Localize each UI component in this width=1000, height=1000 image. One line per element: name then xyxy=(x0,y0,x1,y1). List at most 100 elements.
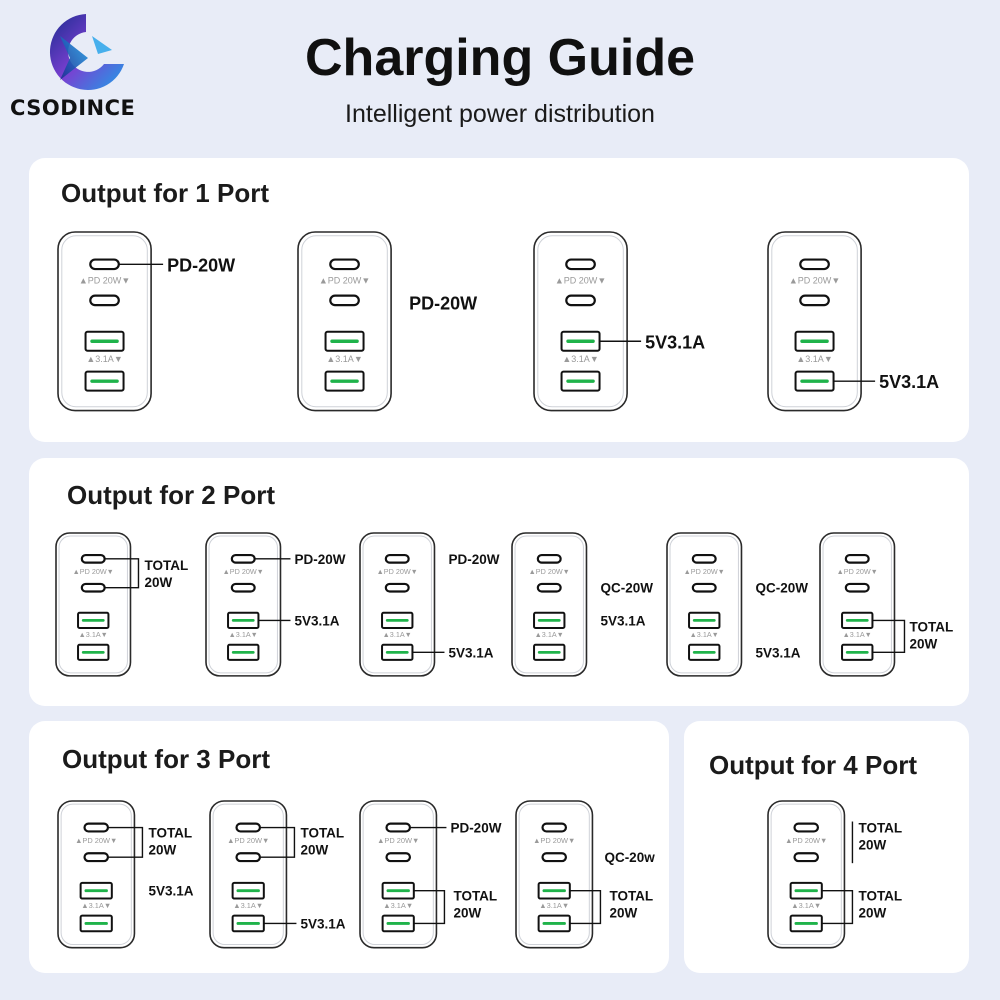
charger-body xyxy=(819,532,896,677)
usbc-rating-label: ▲PD 20W▼ xyxy=(75,836,117,845)
charger-bezel xyxy=(362,803,434,946)
leader-line xyxy=(104,558,140,589)
leader-line xyxy=(821,890,854,925)
usba-port-1-indicator xyxy=(84,889,108,893)
usbc-port-2 xyxy=(89,294,120,307)
usbc-rating-label: ▲PD 20W▼ xyxy=(73,567,114,576)
usbc-port-1 xyxy=(844,553,870,564)
usba-rating-label: ▲3.1A▼ xyxy=(79,630,108,639)
usbc-port-1 xyxy=(235,822,262,833)
usbc-port-2 xyxy=(541,852,568,863)
output-label: 20W xyxy=(453,906,481,921)
output-label: TOTAL xyxy=(909,619,953,634)
brand-name: CSODINCE xyxy=(10,96,136,120)
usbc-port-2 xyxy=(235,852,262,863)
output-label: QC-20w xyxy=(604,850,655,865)
usbc-rating-label: ▲PD 20W▼ xyxy=(789,275,840,285)
charger-body xyxy=(57,231,152,412)
charger-bezel xyxy=(771,235,858,408)
usba-rating-label: ▲3.1A▼ xyxy=(791,901,821,910)
output-label: PD-20W xyxy=(167,255,235,275)
charger-body xyxy=(767,231,862,412)
charger-body xyxy=(359,532,436,677)
usba-port-2-indicator xyxy=(386,922,410,925)
usbc-rating-label: ▲PD 20W▼ xyxy=(555,275,606,285)
section-title-4-port: Output for 4 Port xyxy=(709,750,917,780)
output-label: PD-20W xyxy=(409,293,477,313)
charger-1port-3: ▲PD 20W▼ ▲3.1A▼ 5V3.1A xyxy=(533,231,705,412)
usbc-port-1 xyxy=(89,258,120,271)
output-label: 5V3.1A xyxy=(300,916,345,931)
usbc-port-2 xyxy=(385,852,412,863)
usba-port-2-indicator xyxy=(800,379,829,383)
charger-body xyxy=(511,532,588,677)
usba-port-1-indicator xyxy=(692,619,716,622)
output-label: 5V3.1A xyxy=(148,884,193,899)
usbc-port-2 xyxy=(83,852,110,863)
output-label: 20W xyxy=(144,575,172,590)
usba-rating-label: ▲3.1A▼ xyxy=(562,354,598,364)
output-label: 5V3.1A xyxy=(448,645,493,660)
output-label: TOTAL xyxy=(858,821,902,836)
usba-port-2-indicator xyxy=(84,922,108,925)
output-label: 20W xyxy=(609,906,637,921)
usba-rating-label: ▲3.1A▼ xyxy=(383,901,413,910)
leader-line xyxy=(569,890,602,925)
output-label: 20W xyxy=(858,906,886,921)
usba-port-1-indicator xyxy=(231,619,255,622)
output-label: 5V3.1A xyxy=(645,332,705,352)
usba-rating-label: ▲3.1A▼ xyxy=(539,901,569,910)
usba-port-2-indicator xyxy=(542,922,566,925)
usba-port-2-indicator xyxy=(845,650,869,654)
output-label: 5V3.1A xyxy=(879,372,939,392)
output-label: TOTAL xyxy=(858,889,902,904)
usbc-rating-label: ▲PD 20W▼ xyxy=(227,836,269,845)
usba-port-2-indicator xyxy=(794,922,818,925)
usba-port-2-indicator xyxy=(90,379,119,383)
charger-bezel xyxy=(212,803,284,946)
leader-line xyxy=(872,619,906,654)
usbc-rating-label: ▲PD 20W▼ xyxy=(684,567,725,576)
usbc-rating-label: ▲PD 20W▼ xyxy=(377,836,419,845)
usbc-port-2 xyxy=(230,582,256,593)
usba-rating-label: ▲3.1A▼ xyxy=(326,354,362,364)
usba-port-1-indicator xyxy=(90,339,119,343)
charger-1port-2: ▲PD 20W▼▲3.1A▼PD-20W xyxy=(297,231,477,412)
charger-body xyxy=(297,231,392,412)
usbc-rating-label: ▲PD 20W▼ xyxy=(223,567,264,576)
page-title: Charging Guide xyxy=(305,29,695,87)
usba-rating-label: ▲3.1A▼ xyxy=(383,630,412,639)
usbc-port-2 xyxy=(844,582,870,593)
output-label: 20W xyxy=(300,843,328,858)
section-title-2-port: Output for 2 Port xyxy=(67,480,275,510)
output-label: TOTAL xyxy=(609,889,653,904)
usbc-rating-label: ▲PD 20W▼ xyxy=(785,836,827,845)
usbc-port-2 xyxy=(565,294,596,307)
output-label: 20W xyxy=(148,843,176,858)
usbc-port-1 xyxy=(385,822,412,833)
usba-rating-label: ▲3.1A▼ xyxy=(690,630,719,639)
charger-bezel xyxy=(669,535,739,674)
usba-rating-label: ▲3.1A▼ xyxy=(843,630,872,639)
usbc-port-1 xyxy=(565,258,596,271)
output-label: 5V3.1A xyxy=(294,613,339,628)
charger-bezel xyxy=(362,535,432,674)
output-label: TOTAL xyxy=(453,889,497,904)
usba-port-2-indicator xyxy=(537,650,561,654)
usbc-port-1 xyxy=(83,822,110,833)
usba-rating-label: ▲3.1A▼ xyxy=(535,630,564,639)
output-label: 5V3.1A xyxy=(755,645,800,660)
charger-body xyxy=(209,800,288,949)
usbc-rating-label: ▲PD 20W▼ xyxy=(377,567,418,576)
output-label: TOTAL xyxy=(148,826,192,841)
usbc-port-1 xyxy=(230,553,256,564)
charger-body xyxy=(57,800,136,949)
usba-port-1-indicator xyxy=(236,889,260,893)
usbc-port-1 xyxy=(536,553,562,564)
leader-line xyxy=(413,890,446,925)
